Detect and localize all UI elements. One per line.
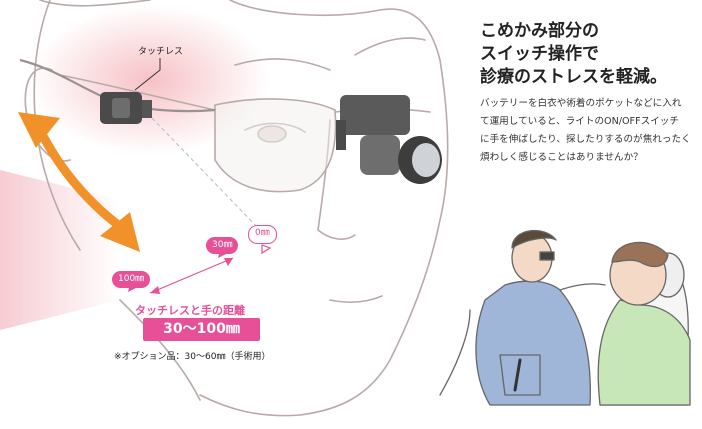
curved-double-arrow-icon	[18, 112, 140, 252]
headlight-icon	[336, 95, 442, 184]
body-text: バッテリーを白衣や術着のポケットなどに入れ て運用していると、ライトのON/OF…	[480, 95, 698, 167]
body-line-3: に手を伸ばしたり、探したりするのが焦れったく	[480, 134, 691, 145]
doctor-face-sketch	[24, 0, 449, 417]
distance-0mm-badge: 0㎜	[248, 225, 277, 244]
sensor-glow	[30, 5, 270, 155]
headline-line-3: 診療のストレスを軽減。	[480, 67, 667, 87]
body-line-1: バッテリーを白衣や術着のポケットなどに入れ	[480, 98, 682, 109]
headline-line-1: こめかみ部分の	[480, 21, 599, 41]
distance-100mm-badge: 100㎜	[112, 271, 151, 288]
headline: こめかみ部分の スイッチ操作で 診療のストレスを軽減。	[480, 20, 695, 89]
option-note: ※オプション品：30～60㎜（手術用）	[114, 352, 271, 362]
body-line-4: 煩わしく感じることはありませんか？	[480, 152, 643, 163]
dentist-scene	[439, 229, 691, 406]
distance-value: 30～100㎜	[143, 318, 260, 341]
hand-zone-band	[0, 170, 120, 330]
headline-line-2: スイッチ操作で	[480, 44, 599, 64]
touchless-label: タッチレス	[138, 47, 184, 57]
distance-caption: タッチレスと手の距離	[135, 304, 245, 317]
touchless-sensor-icon	[100, 92, 152, 124]
distance-30mm-badge: 30㎜	[206, 237, 239, 254]
body-line-2: て運用していると、ライトのON/OFFスイッチ	[480, 116, 679, 127]
sensing-dashed-line	[151, 117, 261, 231]
